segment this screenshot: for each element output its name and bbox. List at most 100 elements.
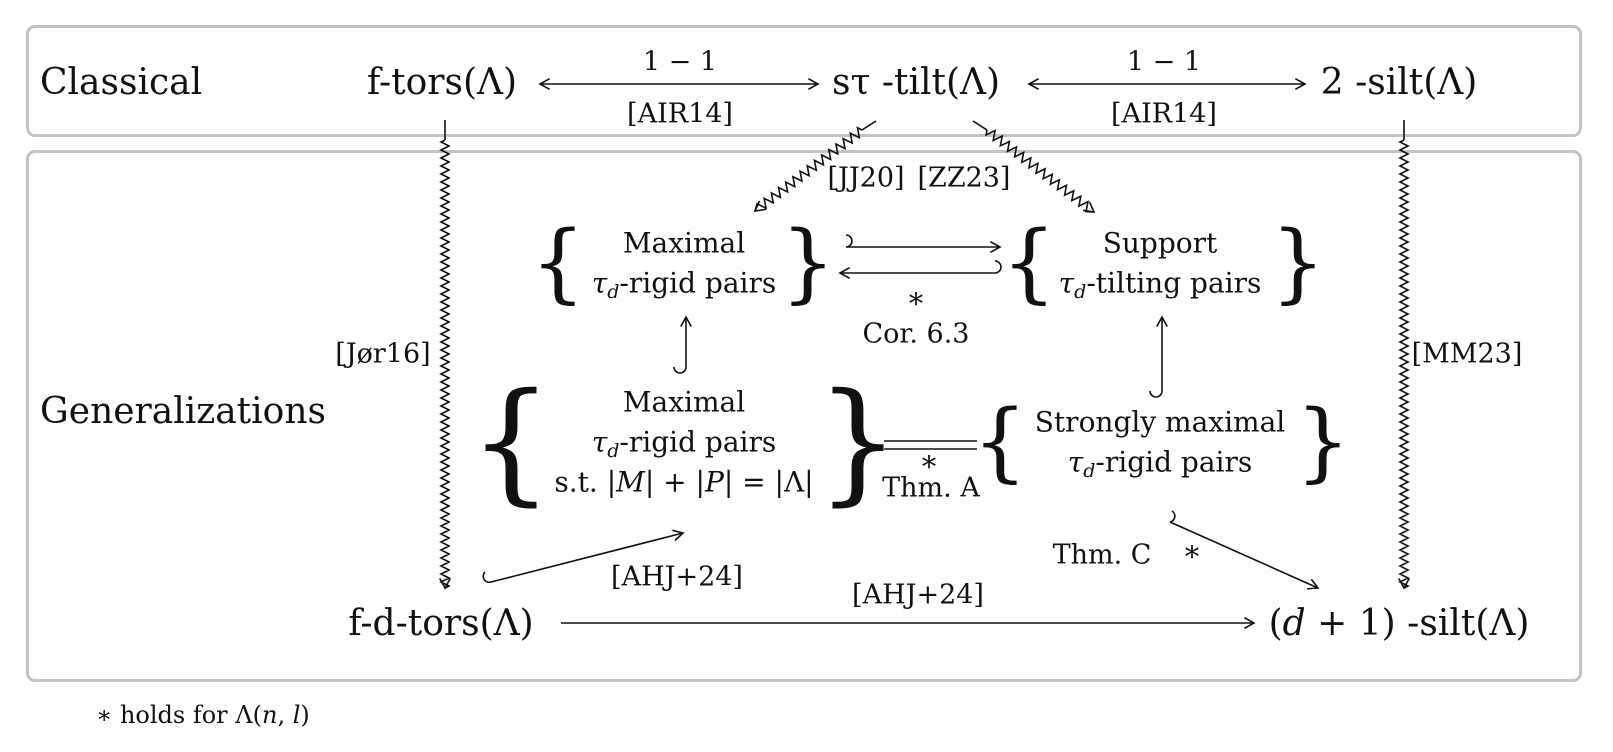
label-cor-6-3: Cor. 6.3 [862,318,970,350]
squiggle-jor16-head [439,577,451,590]
lambda-close: ) [300,701,310,729]
node-support-tilting-pairs: Support τd-tilting pairs [1059,223,1262,303]
squiggle-jor16 [439,139,451,589]
squiggle-zz23-head [1083,201,1096,214]
generalizations-box [26,150,1582,682]
hook-thm-c-head [1306,578,1320,590]
comma: , [277,701,293,729]
node-d-plus-1-silt: (d + 1) -silt(Λ) [1269,606,1530,642]
n-symbol: n [261,701,278,729]
m-symbol: M [616,464,645,498]
footnote: ∗ holds for Λ(n, l) [96,703,310,727]
max-rigid-line1: Maximal [622,226,746,260]
footnote-text: ∗ holds for [96,701,236,729]
star-thm-c: * [1184,539,1200,574]
label-zz23: [ZZ23] [917,162,1011,194]
strongly-line2: τd-rigid pairs [1035,442,1286,482]
node-max-rigid-pairs: Maximal τd-rigid pairs [592,223,777,303]
row-title-generalizations: Generalizations [40,391,326,432]
support-line1: Support [1102,226,1218,260]
rigid-pairs-text: -rigid pairs [619,266,777,299]
s-tau-prefix: sτ [831,62,871,103]
inclusion-right-head [1156,315,1168,328]
left-brace-max-rigid-st: { [469,365,553,519]
inclusion-left [673,317,687,374]
plus-one-close: + 1) [1305,603,1396,644]
node-f-tors: f-tors(Λ) [366,62,518,103]
hook-arrow-left-head [838,267,851,279]
tilt-suffix: -tilt(Λ) [881,62,1001,103]
tau-symbol: τ [1067,445,1084,478]
right-brace-max-rigid: } [780,213,836,313]
node-s-tau-tilt: sτ -tilt(Λ) [832,65,1000,101]
plus-text: | + | [644,464,705,498]
squiggle-mm23-head [1398,577,1410,590]
node-max-rigid-st: Maximal τd-rigid pairs s.t. |M| + |P| = … [554,382,813,501]
strongly-line1: Strongly maximal [1034,405,1286,439]
arrow-stilt-2silt-head-right [1294,78,1307,90]
left-brace-max-rigid: { [530,213,586,313]
tau-symbol: τ [591,425,608,459]
label-jor16: [Jør16] [335,338,431,370]
label-ahj-bottom: [AHJ+24] [852,579,984,611]
d-subscript: d [607,280,620,303]
left-brace-support: { [1001,213,1057,313]
equals-text: | = |Λ| [723,464,814,498]
squiggle-jj20 [754,126,863,212]
max-rigid-line2: τd-rigid pairs [592,263,777,303]
arrow-ftors-stilt-head-left [538,78,551,90]
label-air14-right: [AIR14] [1111,98,1217,130]
squiggle-jj20-stem [861,120,877,131]
classical-box [26,25,1582,137]
rigid-pairs-text: -rigid pairs [1095,445,1253,478]
node-strongly-maximal: Strongly maximal τd-rigid pairs [1035,402,1286,482]
d-symbol: d [1282,603,1306,644]
tau-symbol: τ [1058,266,1075,299]
two-prefix: 2 [1320,62,1344,103]
support-line2: τd-tilting pairs [1059,263,1262,303]
st-text: s.t. | [554,464,617,498]
lambda-open: Λ( [235,701,262,729]
max-rigid-st-line2: τd-rigid pairs [554,422,813,462]
l-symbol: l [292,701,301,729]
tilting-pairs-text: -tilting pairs [1086,266,1262,299]
rigid-pairs-text: -rigid pairs [619,425,777,459]
right-brace-max-rigid-st: } [816,365,900,519]
hook-ahj-diagonal-head [672,529,685,542]
hook-arrow-left [840,260,1002,274]
max-rigid-st-line1: Maximal [622,385,746,419]
label-one-to-one-right: 1 − 1 [1126,46,1202,78]
left-brace-strongly: { [972,392,1028,492]
right-brace-strongly: } [1295,392,1351,492]
d-plus-1: (d + 1) [1269,603,1396,644]
right-brace-support: } [1270,213,1326,313]
hook-arrow-right-head [989,241,1002,253]
lambda-n-l: Λ(n, l) [235,701,310,729]
label-air14-left: [AIR14] [627,98,733,130]
arrow-bottom-ahj-head [1243,617,1256,629]
d-subscript: d [1083,459,1096,482]
arrow-stilt-2silt-head-left [1027,78,1040,90]
label-thm-a: Thm. A [882,472,980,504]
squiggle-mm23 [1398,139,1410,589]
p-symbol: P [704,464,724,498]
node-2-silt: 2 -silt(Λ) [1321,65,1478,101]
paren-open: ( [1268,603,1283,644]
silt-suffix: -silt(Λ) [1407,603,1530,644]
label-one-to-one-left: 1 − 1 [642,46,718,78]
tau-symbol: τ [591,266,608,299]
node-f-d-tors: f-d-tors(Λ) [348,603,534,644]
label-mm23: [MM23] [1411,338,1523,370]
d-subscript: d [607,439,620,462]
star-thm-a: * [921,449,937,484]
squiggle-zz23 [984,129,1095,213]
hook-arrow-right [845,234,1000,248]
arrow-ftors-stilt-head-right [807,78,820,90]
d-subscript: d [1074,280,1087,303]
hook-ahj-diagonal [482,532,684,584]
label-ahj-diagonal: [AHJ+24] [611,561,743,593]
label-thm-c: Thm. C [1052,539,1152,571]
row-title-classical: Classical [40,62,203,103]
